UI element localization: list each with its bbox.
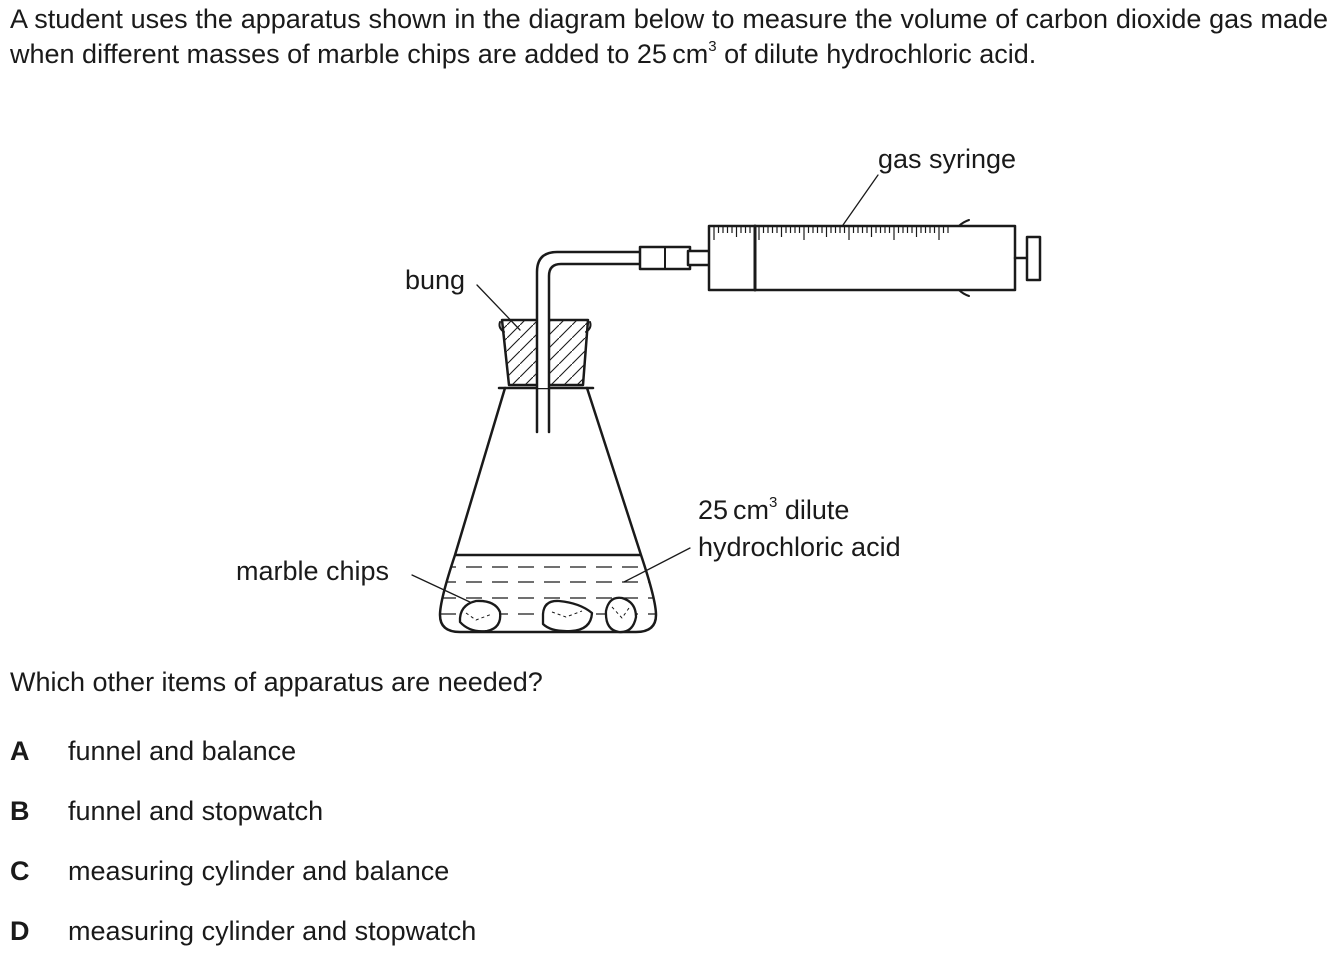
intro-part2: of dilute hydrochloric acid. [716,39,1037,69]
label-bung: bung [405,265,465,295]
label-acid-unit: cm [733,495,769,525]
option-c[interactable]: C measuring cylinder and balance [10,856,449,887]
option-letter: B [10,796,30,826]
option-text: funnel and stopwatch [68,796,324,826]
marble-chip [458,599,502,633]
intro-unit-sup: 3 [708,38,717,55]
marble-chip [604,596,638,634]
label-acid-line2: hydrochloric acid [698,532,901,562]
option-b[interactable]: B funnel and stopwatch [10,796,323,827]
intro-text: A student uses the apparatus shown in th… [10,2,1328,72]
leader-lines [411,174,879,604]
intro-part1: A student uses the apparatus shown in th… [10,4,1328,69]
option-d[interactable]: D measuring cylinder and stopwatch [10,916,476,947]
label-gas-syringe: gas syringe [878,144,1016,174]
label-marble-chips: marble chips [236,556,389,586]
gas-syringe [707,219,1042,297]
marble-chip [541,599,594,633]
marble-chips [458,596,638,634]
option-text: measuring cylinder and stopwatch [68,916,477,946]
option-a[interactable]: A funnel and balance [10,736,296,767]
syringe-scale [713,227,949,240]
option-text: funnel and balance [68,736,297,766]
question-text: Which other items of apparatus are neede… [10,667,543,697]
option-letter: C [10,856,30,886]
option-letter: D [10,916,30,946]
tube-connector [638,245,712,271]
option-text: measuring cylinder and balance [68,856,450,886]
option-letter: A [10,736,30,766]
delivery-tube [535,250,644,434]
label-acid-rest: dilute [777,495,849,525]
intro-unit: cm [672,39,709,69]
label-acid-value: 25 [698,495,728,525]
label-acid-sup: 3 [769,494,777,511]
